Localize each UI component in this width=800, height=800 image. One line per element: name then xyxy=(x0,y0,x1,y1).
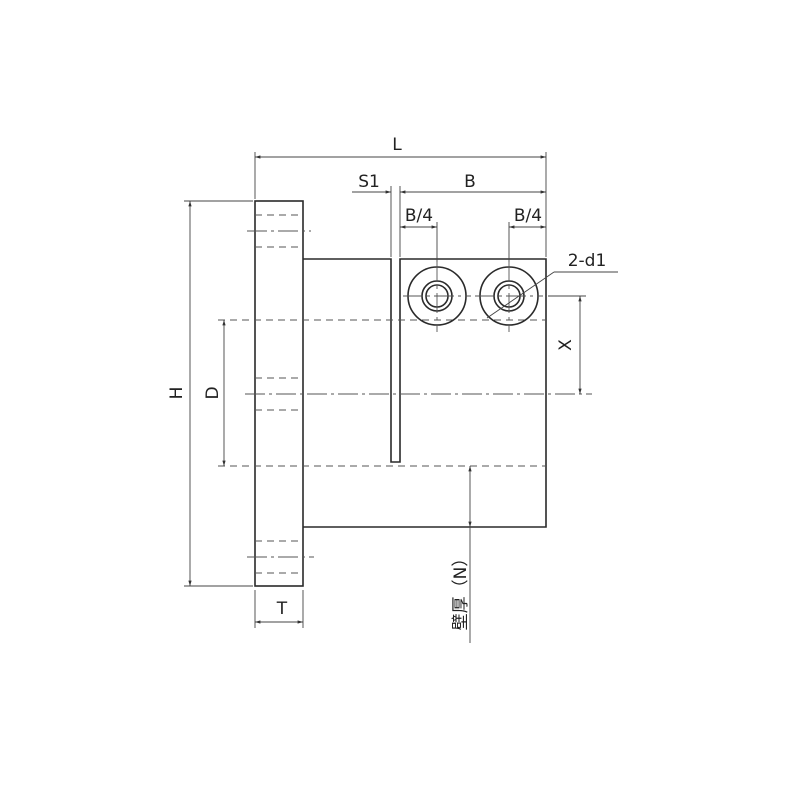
dimension-L: L xyxy=(254,135,547,257)
label-B4-left: B/4 xyxy=(405,206,433,226)
label-N: 壁厚（N） xyxy=(451,550,471,631)
label-H: H xyxy=(167,387,187,400)
hole-left xyxy=(403,262,471,332)
label-T: T xyxy=(276,599,288,619)
label-L: L xyxy=(392,135,402,155)
dimension-B4-right: B/4 xyxy=(508,206,546,262)
label-D: D xyxy=(203,386,223,399)
clamp-body xyxy=(218,258,592,528)
hole-right xyxy=(475,262,543,332)
dimension-D: D xyxy=(203,320,226,466)
dimension-B: B xyxy=(400,172,546,194)
label-2-d1: 2-d1 xyxy=(568,251,607,271)
dimension-N: 壁厚（N） xyxy=(451,466,472,643)
flange xyxy=(247,200,314,587)
dimension-B4-left: B/4 xyxy=(400,206,438,262)
label-S1: S1 xyxy=(358,172,380,192)
label-B: B xyxy=(464,172,476,192)
dimension-S1: S1 xyxy=(352,172,401,257)
dimension-X: X xyxy=(548,295,586,394)
label-B4-right: B/4 xyxy=(514,206,542,226)
label-X: X xyxy=(556,339,576,351)
dimension-T: T xyxy=(254,590,304,628)
dimension-H: H xyxy=(167,200,253,587)
callout-holes: 2-d1 xyxy=(486,251,618,319)
